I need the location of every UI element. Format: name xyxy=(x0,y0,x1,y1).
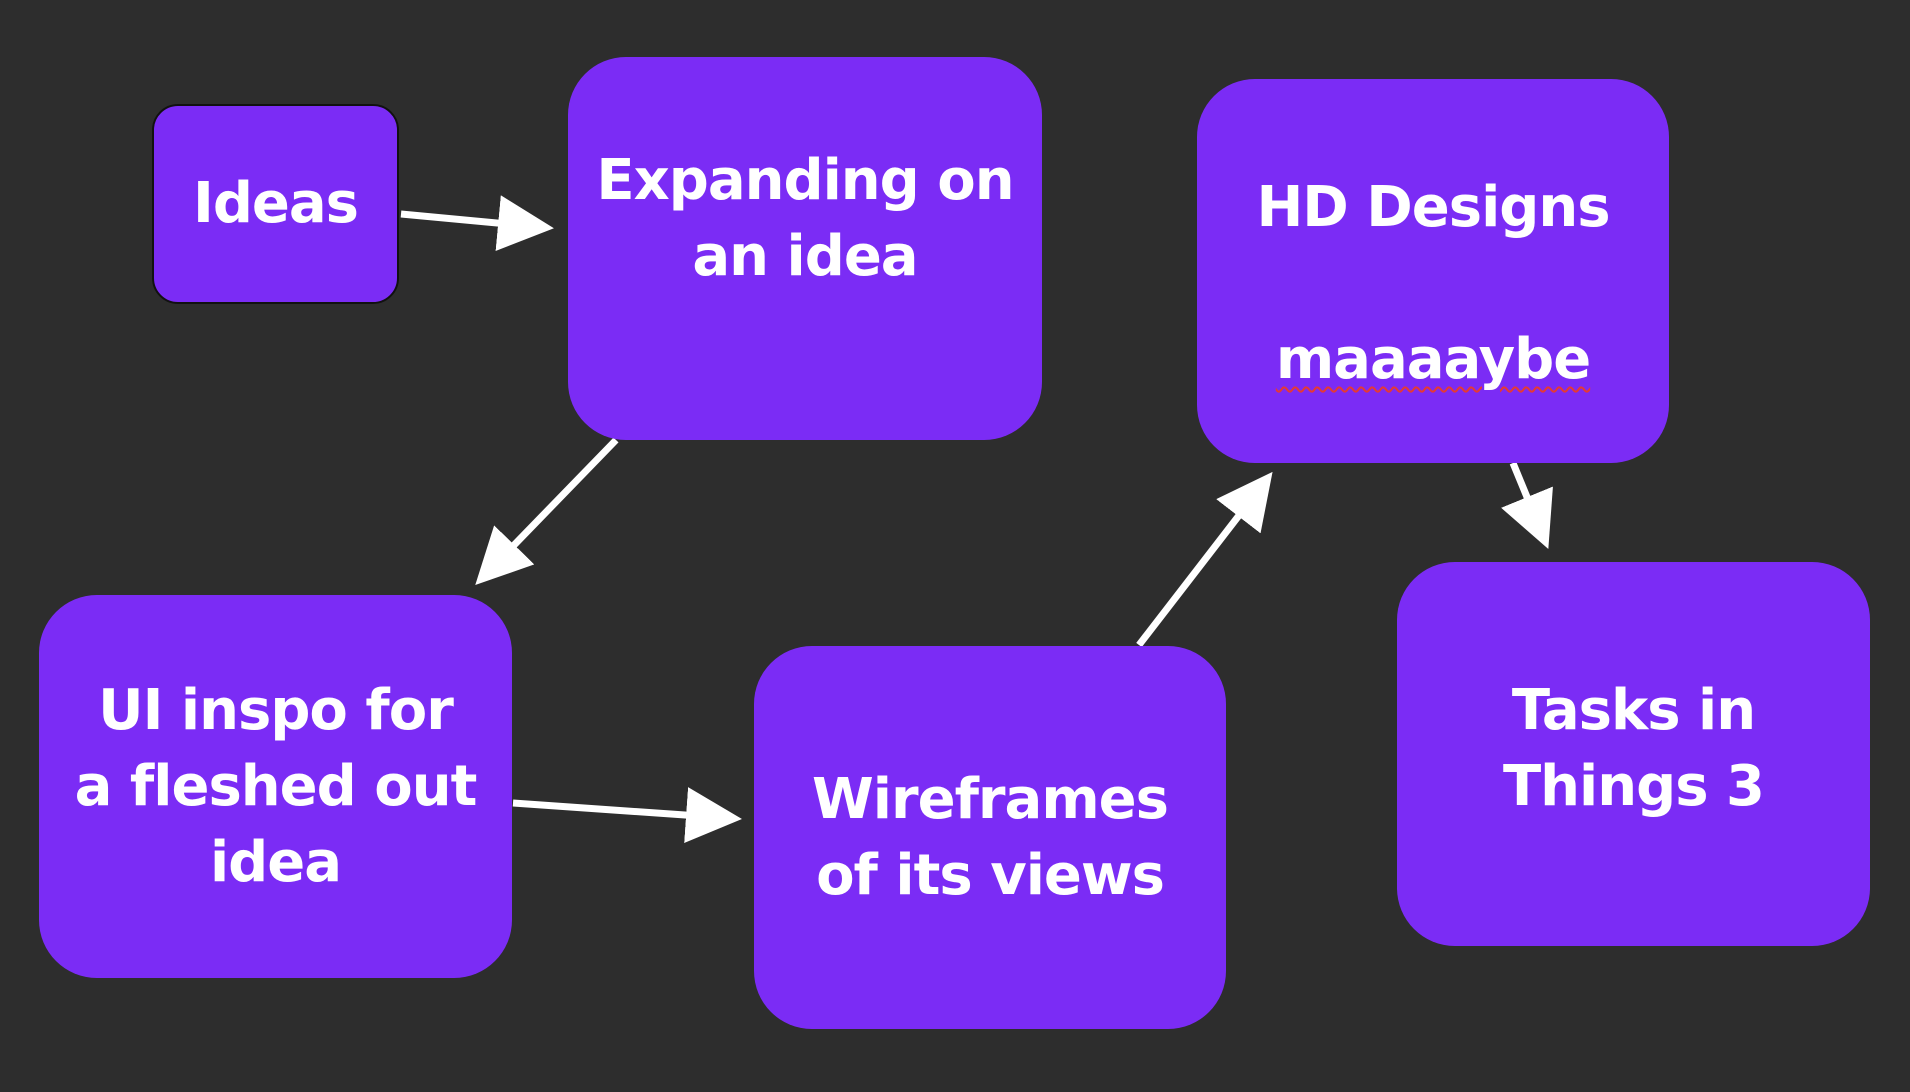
edge-expanding-to-ui-inspo xyxy=(475,437,619,586)
node-ui-inspo[interactable]: UI inspo for a fleshed out idea xyxy=(39,595,512,978)
node-hd-designs-label: HD Designs maaaaybe xyxy=(1256,94,1610,398)
node-ideas-label: Ideas xyxy=(192,171,359,236)
edge-ideas-to-expanding xyxy=(400,195,554,251)
node-ui-inspo-label: UI inspo for a fleshed out idea xyxy=(74,677,478,895)
node-ideas[interactable]: Ideas xyxy=(152,104,399,304)
node-wireframes[interactable]: Wireframes of its views xyxy=(754,646,1226,1029)
edge-ui-inspo-to-wireframes xyxy=(512,787,742,844)
edge-wireframes-to-hd-designs xyxy=(1136,471,1273,648)
node-expanding-on-an-idea[interactable]: Expanding on an idea xyxy=(568,57,1042,440)
node-hd-designs[interactable]: HD Designs maaaaybe xyxy=(1197,79,1669,463)
edge-hd-designs-to-tasks xyxy=(1501,461,1553,549)
node-hd-designs-line2: maaaaybe xyxy=(1275,327,1591,392)
node-tasks-in-things-3[interactable]: Tasks in Things 3 xyxy=(1397,562,1870,946)
node-wireframes-label: Wireframes of its views xyxy=(812,766,1169,908)
node-expanding-label: Expanding on an idea xyxy=(596,147,1014,289)
node-tasks-label: Tasks in Things 3 xyxy=(1502,678,1765,819)
node-hd-designs-line1: HD Designs xyxy=(1256,175,1610,240)
